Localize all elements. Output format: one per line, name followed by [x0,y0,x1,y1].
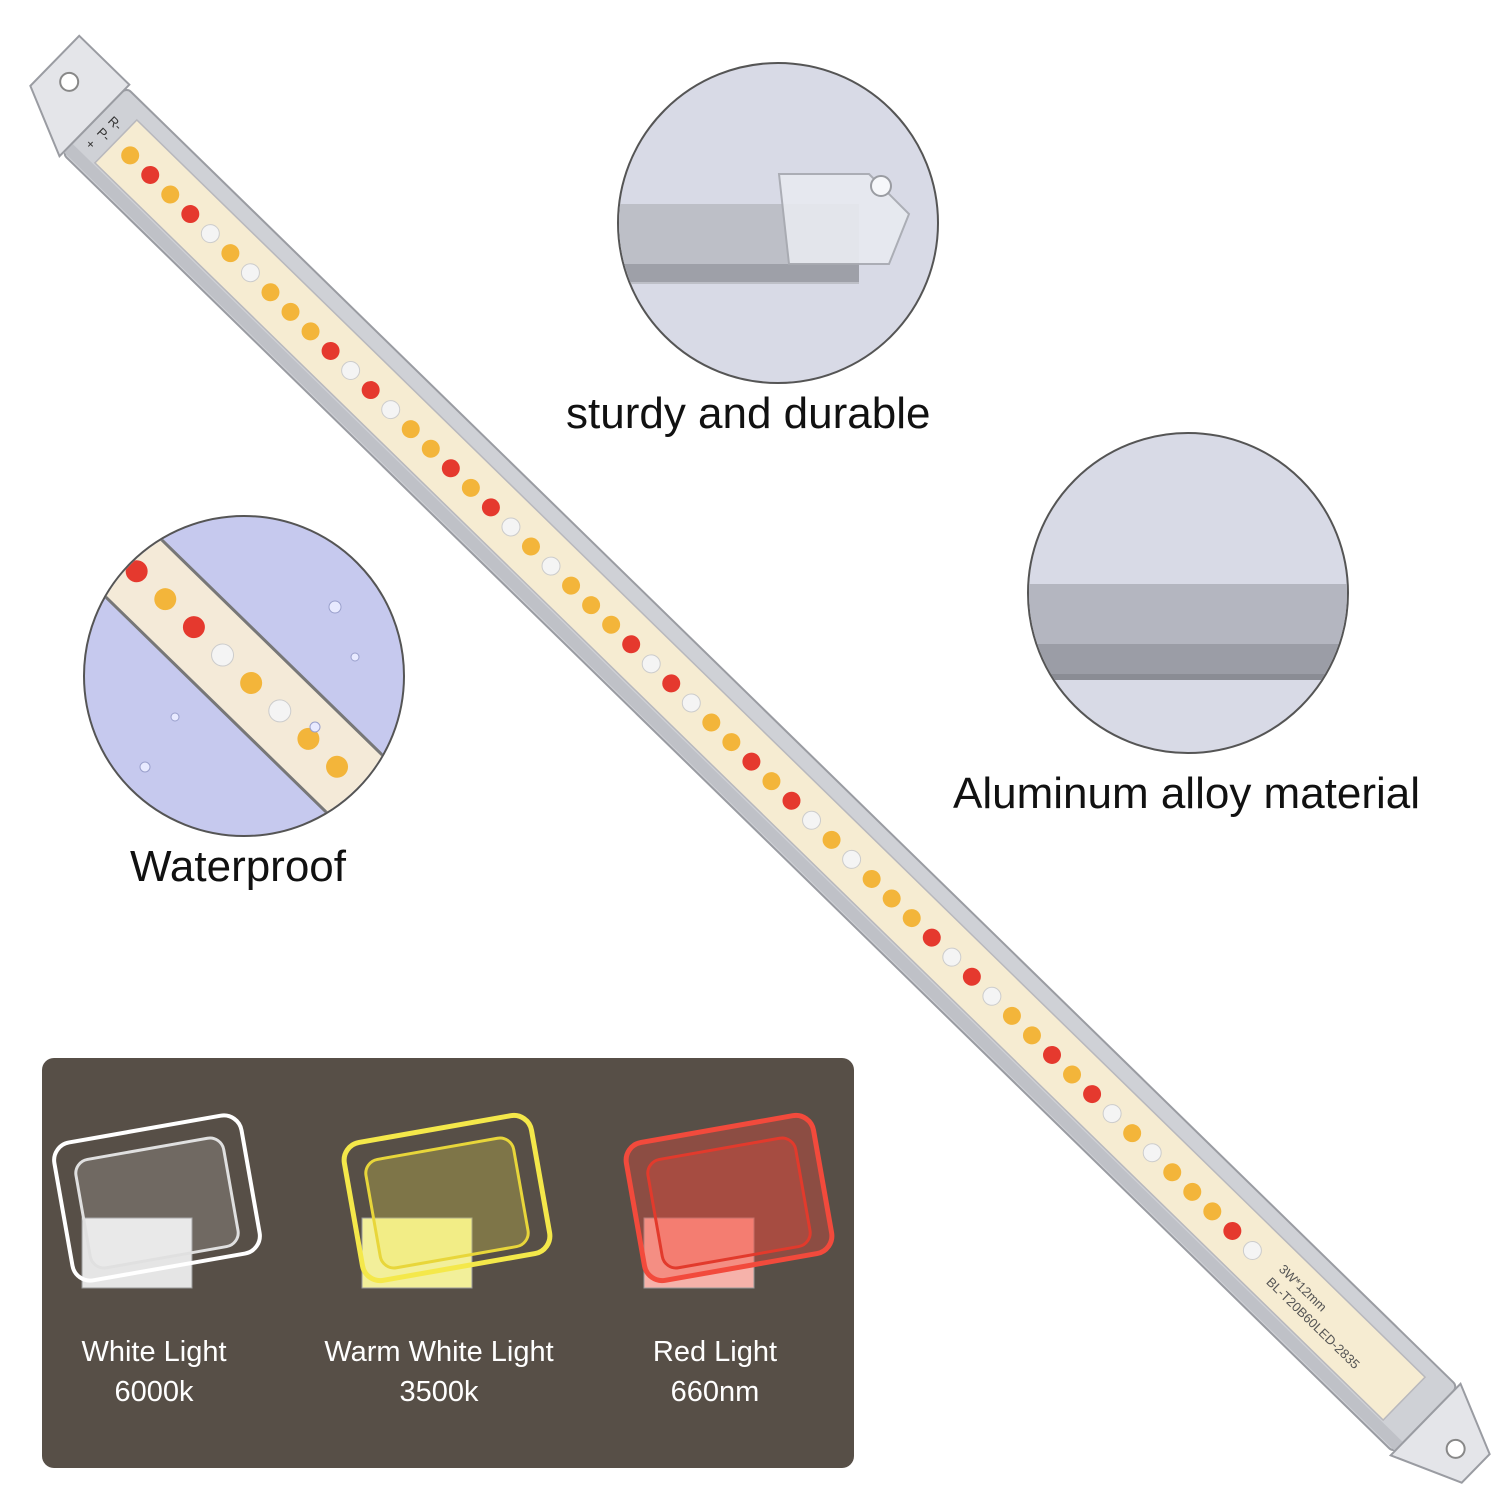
led-chip-warm [261,283,280,302]
led-chip-red [1083,1085,1102,1104]
warm-light-value: 3500k [399,1376,479,1408]
led-chip-warm [221,244,240,263]
led-chip-warm [1063,1065,1082,1084]
led-chip-warm [702,713,721,732]
led-chip-warm [1022,1026,1041,1045]
white-light-value: 6000k [114,1376,194,1408]
led-chip-white [341,361,361,381]
led-chip-white [240,263,260,283]
led-chip-white [381,400,401,420]
feature-label-aluminum: Aluminum alloy material [953,769,1421,818]
led-chip-white [1102,1104,1122,1124]
led-chip-warm [1183,1182,1202,1201]
led-chip-red [361,381,380,400]
mount-hole-top [59,71,80,92]
led-chip-warm [281,302,300,321]
sturdy-detail-image [617,62,939,384]
led-chip-warm [862,869,881,888]
led-chip-white [200,224,220,244]
feature-label-sturdy: sturdy and durable [566,389,931,438]
led-chip-red [782,791,801,810]
water-droplets-closeup [85,517,403,835]
led-chip-red [922,928,941,947]
profile-closeup [1029,584,1347,680]
feature-label-waterproof: Waterproof [130,842,347,891]
led-chip-red [441,459,460,478]
led-chip-warm [461,478,480,497]
led-chip-white [982,986,1002,1006]
led-chip-warm [121,146,140,165]
led-chip-warm [822,830,841,849]
led-chip-warm [602,615,621,634]
led-chip-warm [562,576,581,595]
led-chip-warm [582,596,601,615]
led-chip-red [622,635,641,654]
led-chip-white [802,810,822,830]
led-chip-white [681,693,701,713]
led-chip-warm [301,322,320,341]
led-chip-warm [161,185,180,204]
led-chip-red [181,205,200,224]
led-chip-warm [1163,1163,1182,1182]
led-chip-red [1043,1045,1062,1064]
warm-light-name: Warm White Light [324,1336,554,1368]
waterproof-detail-image [83,515,405,837]
led-chip-red [962,967,981,986]
led-chip-red [141,165,160,184]
led-chip-warm [762,772,781,791]
led-chip-white [1142,1143,1162,1163]
led-chip-warm [1203,1202,1222,1221]
aluminum-detail-image [1027,432,1349,754]
led-chip-warm [882,889,901,908]
end-cap-top [29,34,131,159]
spectrum-panel: White Light 6000k Warm White Light 3500k… [42,1058,854,1468]
led-chip-warm [521,537,540,556]
end-cap-bottom [1388,1381,1491,1484]
red-light-chip-icon [623,1112,835,1289]
led-chip-red [662,674,681,693]
led-chip-warm [1123,1124,1142,1143]
led-chip-red [321,341,340,360]
led-chip-warm [1002,1006,1021,1025]
end-cap-closeup [619,173,911,284]
led-chip-white [1242,1241,1262,1261]
led-chip-white [942,947,962,967]
led-chip-red [1223,1221,1242,1240]
led-chip-white [501,517,521,537]
mount-hole-bottom [1445,1438,1466,1459]
led-chip-warm [902,909,921,928]
warm-light-chip-icon [341,1112,553,1289]
red-light-value: 660nm [670,1376,760,1408]
led-chip-warm [421,439,440,458]
led-chip-white [842,849,862,869]
led-chip-red [481,498,500,517]
led-chip-warm [722,733,741,752]
led-chip-warm [401,420,420,439]
housing-edge [63,143,1404,1452]
led-chip-white [541,556,561,576]
red-light-name: Red Light [652,1336,778,1368]
white-light-name: White Light [81,1336,227,1368]
led-chip-red [742,752,761,771]
white-light-chip-icon [52,1113,262,1289]
led-chips [121,146,1262,1261]
led-chip-white [641,654,661,674]
